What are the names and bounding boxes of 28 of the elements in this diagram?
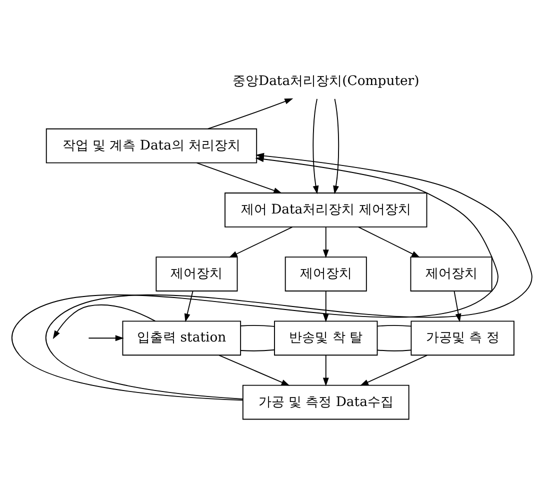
- node-box: 작업 및 계측 Data의 처리장치: [46, 128, 258, 163]
- arrow: [322, 354, 329, 386]
- arrow: [52, 304, 156, 339]
- arrow: [322, 290, 329, 322]
- arrow: [312, 98, 319, 194]
- arrow: [228, 226, 293, 258]
- node-box: 가공 및 측정 Data수집: [242, 384, 410, 420]
- arrow: [360, 354, 428, 386]
- arrow: [358, 226, 420, 258]
- arrow: [218, 354, 290, 386]
- connector: [240, 324, 275, 326]
- arrow: [196, 162, 282, 193]
- arrow: [207, 98, 294, 129]
- connector: [240, 348, 275, 351]
- node-box: 제어장치: [284, 256, 367, 291]
- arrow: [88, 334, 124, 341]
- node-box: 가공및 측 정: [410, 320, 514, 356]
- node-text: 중앙Data처리장치(Computer): [232, 74, 420, 89]
- arrow: [333, 98, 340, 194]
- node-box: 제어 Data처리장치 제어장치: [224, 192, 428, 227]
- node-box: 입출력 station: [122, 320, 242, 356]
- connector: [376, 349, 412, 351]
- node-box: 제어장치: [156, 256, 238, 291]
- arrow: [184, 290, 194, 322]
- connector: [376, 324, 412, 326]
- node-box: 반송및 착 탈: [274, 320, 378, 356]
- arrow: [322, 226, 329, 258]
- node-box: 제어장치: [410, 256, 492, 291]
